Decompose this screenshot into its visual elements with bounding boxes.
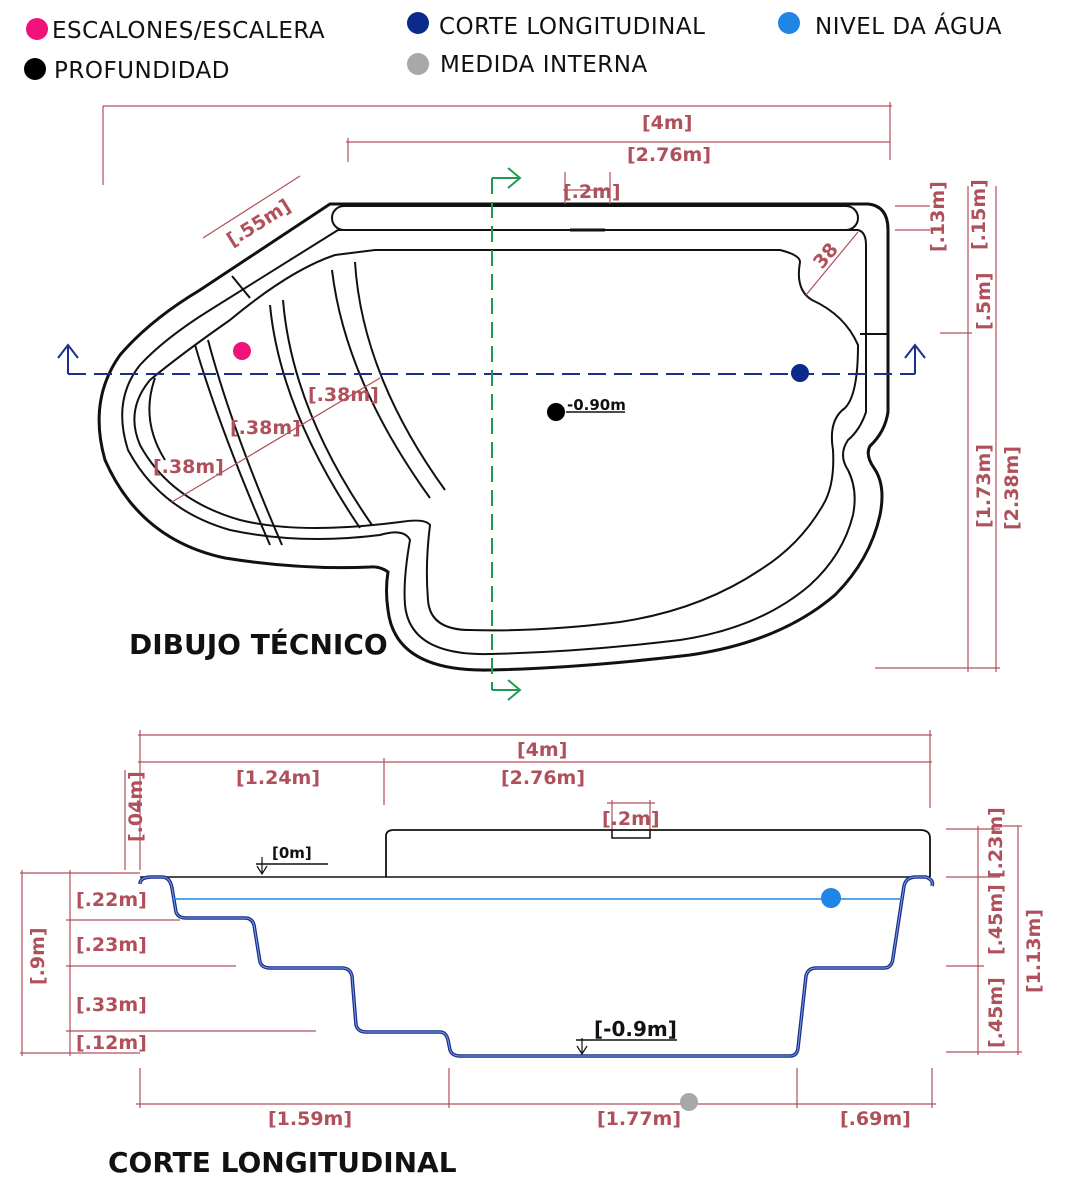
steps-marker-dot <box>233 342 251 360</box>
legend: ESCALONES/ESCALERA PROFUNDIDAD CORTE LON… <box>24 12 1002 84</box>
depth-label: -0.90m <box>567 396 626 414</box>
plan-dim-total-width: [4m] <box>642 112 692 134</box>
section-dim-total-width: [4m] <box>517 739 567 761</box>
legend-label-water: NIVEL DA ÁGUA <box>815 12 1002 40</box>
section-marker-dot <box>791 364 809 382</box>
cut-arrow-bottom <box>492 679 522 701</box>
step-curve-1b <box>207 339 283 546</box>
plan-dim-right-top: [.13m] <box>927 181 949 252</box>
step-curve-3 <box>331 269 431 499</box>
section-dim-right-h3: [.45m] <box>985 977 1007 1048</box>
section-dim-left-top: [.04m] <box>125 771 147 842</box>
legend-dot-steps <box>26 18 48 40</box>
pool-section-profile <box>138 875 935 1058</box>
cut-arrow-left <box>57 343 79 374</box>
section-dim-left-width: [1.24m] <box>236 767 320 789</box>
water-level-dot <box>821 888 841 908</box>
plan-dim-radius: 38 <box>809 239 843 273</box>
legend-label-depth: PROFUNDIDAD <box>54 58 230 84</box>
plan-dim-total-height: [2.38m] <box>1001 446 1023 530</box>
section-dim-total-depth: [.9m] <box>27 927 49 985</box>
legend-label-section: CORTE LONGITUDINAL <box>439 14 705 40</box>
pool-outer-outline <box>97 202 890 672</box>
level-top-symbol <box>256 857 268 876</box>
plan-dim-step-1: [.38m] <box>308 384 379 406</box>
step-curve-2b <box>282 299 373 526</box>
step-curve-2 <box>269 304 361 529</box>
legend-dot-water <box>778 12 800 34</box>
pool-section-profile-inner <box>139 876 933 1057</box>
section-dim-bottom-right: [.69m] <box>840 1108 911 1130</box>
section-dim-step-h3: [.33m] <box>76 994 147 1016</box>
legend-dot-internal <box>407 53 429 75</box>
section-dim-right-h2: [.45m] <box>985 884 1007 955</box>
section-dim-step-h1: [.22m] <box>76 889 147 911</box>
section-dim-step-h4: [.12m] <box>76 1032 147 1054</box>
legend-dot-depth <box>24 58 46 80</box>
section-dim-right-width: [2.76m] <box>501 767 585 789</box>
level-bottom-symbol <box>576 1038 588 1056</box>
plan-dim-diagonal: [.55m] <box>223 195 295 251</box>
section-dim-bottom-mid: [1.77m] <box>597 1108 681 1130</box>
section-dim-right-h1: [.23m] <box>985 807 1007 878</box>
legend-label-steps: ESCALONES/ESCALERA <box>52 18 325 44</box>
plan-dim-right-top-outer: [.15m] <box>968 179 990 250</box>
pool-cover <box>385 829 931 877</box>
level-top-label: [0m] <box>272 844 312 862</box>
cover-notch <box>611 831 651 839</box>
step-curve-0 <box>148 377 166 461</box>
pool-rim-line <box>121 229 867 656</box>
top-rim-groove <box>331 205 859 231</box>
section-view: [4m] [1.24m] [2.76m] [.2m] [.04m] [0m] [… <box>20 730 1045 1179</box>
internal-measure-dot <box>680 1093 698 1111</box>
step-curve-1 <box>194 344 271 546</box>
plan-dim-right-mid: [.5m] <box>973 272 995 330</box>
cut-arrow-top <box>492 167 522 189</box>
section-dim-right-total: [1.13m] <box>1023 909 1045 993</box>
section-dim-cover-notch: [.2m] <box>602 808 660 830</box>
legend-dot-section <box>407 12 429 34</box>
pool-inner-basin <box>133 249 860 632</box>
plan-dim-right-low: [1.73m] <box>973 444 995 528</box>
plan-dim-inner-width: [2.76m] <box>627 144 711 166</box>
plan-dim-step-width: [.2m] <box>563 181 621 203</box>
depth-marker-dot <box>547 403 565 421</box>
level-bottom-label: [-0.9m] <box>594 1017 677 1041</box>
plan-view: -0.90m [4m] [2.76m] [.2m] [.55m] [.13m] … <box>57 102 1023 701</box>
section-dim-bottom-left: [1.59m] <box>268 1108 352 1130</box>
section-dim-step-h2: [.23m] <box>76 934 147 956</box>
step-curve-3b <box>354 261 446 491</box>
plan-dim-step-2: [.38m] <box>230 417 301 439</box>
legend-label-internal: MEDIDA INTERNA <box>440 52 648 78</box>
section-title: CORTE LONGITUDINAL <box>108 1146 457 1179</box>
plan-dim-step-3: [.38m] <box>153 456 224 478</box>
cut-arrow-right <box>904 343 926 374</box>
left-corner-seam <box>231 275 251 299</box>
plan-title: DIBUJO TÉCNICO <box>129 627 388 661</box>
